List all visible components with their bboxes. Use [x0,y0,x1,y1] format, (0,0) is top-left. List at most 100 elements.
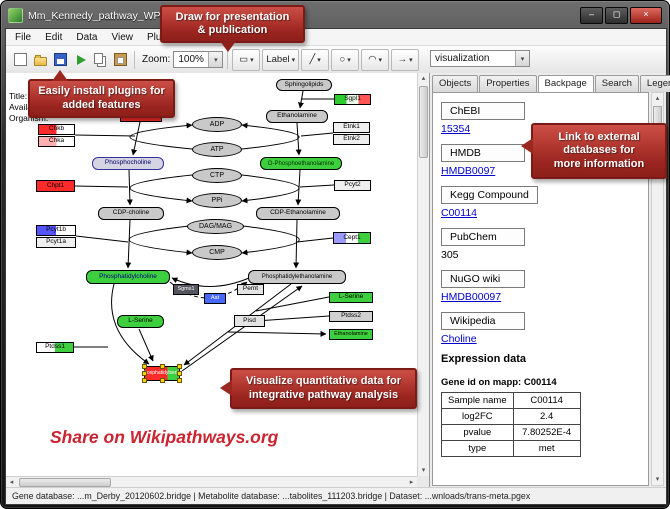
scrollbar-thumb[interactable] [19,478,111,487]
selection-handle[interactable] [177,364,182,369]
menu-view[interactable]: View [111,31,133,43]
import-icon [76,54,86,65]
pathway-node-chpt1[interactable]: Chpt1 [36,180,75,192]
import-button[interactable] [70,50,90,70]
open-button[interactable] [30,50,50,70]
pathway-node-cdp-ethanolamine[interactable]: CDP-Ethanolamine [256,207,340,220]
pathway-node-ptdss1[interactable]: Ptdss1 [36,342,74,353]
zoom-combobox[interactable]: 100% ▾ [173,51,224,68]
pathway-node-pcyt2[interactable]: Pcyt2 [334,180,371,191]
canvas-vertical-scrollbar[interactable]: ▴ ▾ [417,73,429,476]
tab-legend[interactable]: Legend [639,75,670,92]
datanode-tool[interactable]: ▭▾ [232,48,261,71]
selection-handle[interactable] [142,364,147,369]
paste-button[interactable] [110,50,130,70]
pathway-canvas[interactable]: Title: Availability: Organism: [6,73,430,488]
tab-properties[interactable]: Properties [479,75,537,92]
label-tool[interactable]: Label▾ [262,48,300,71]
pathway-node-label: CTP [210,172,224,179]
new-button[interactable] [10,50,30,70]
pathway-node-cmp[interactable]: CMP [192,245,242,260]
pathway-node-label: Cept1 [343,233,361,241]
pathway-node-ethanolamine-right[interactable]: Ethanolamine [329,329,373,340]
pathway-node-ctp[interactable]: CTP [192,168,242,183]
menu-edit[interactable]: Edit [45,31,63,43]
tab-backpage[interactable]: Backpage [537,75,594,92]
scroll-down-icon[interactable]: ▾ [655,476,660,483]
pathway-node-cept1[interactable]: Cept1 [333,232,371,244]
callout-arrow-icon [52,70,68,81]
scrollbar-thumb[interactable] [419,86,428,158]
pathway-node-sphingolipids[interactable]: Sphingolipids [276,79,332,91]
selection-handle[interactable] [159,378,165,383]
pathway-node-dag-mag[interactable]: DAG/MAG [187,219,244,234]
section-value-chebi[interactable]: 15354 [441,123,471,135]
pathway-node-pisd[interactable]: Pisd [234,315,265,327]
visualization-combobox[interactable]: visualization ▾ [430,50,530,67]
selection-handle[interactable] [177,371,182,376]
copy-icon [94,52,103,64]
pathway-node-cdp-choline[interactable]: CDP-choline [98,207,164,220]
pathway-node-pcyt1a[interactable]: Pcyt1a [36,237,76,248]
selection-handle[interactable] [159,364,165,369]
pathway-node-ptdss2[interactable]: Ptdss2 [329,311,373,322]
pathway-node-sgpl1[interactable]: Sgpl1 [334,94,371,105]
shape-tool-icon: ○ [339,54,346,65]
connector-tool[interactable]: →▾ [391,48,420,71]
pathway-node-aat[interactable]: Aat [204,293,226,304]
pathway-node-label: PPi [211,197,223,204]
pathway-node-phosphatidylserine[interactable]: Phosphatidylserine [141,364,183,383]
selection-handle[interactable] [142,378,147,383]
tab-search[interactable]: Search [594,75,639,92]
section-value-nugo-wiki[interactable]: HMDB00097 [441,291,502,303]
pathway-node-chka[interactable]: Chka [38,136,75,147]
maximize-button[interactable]: ◻ [605,7,628,24]
pathway-node-phosphatidylcholine[interactable]: Phosphatidylcholine [86,270,170,284]
selection-handle[interactable] [177,378,182,383]
arc-tool[interactable]: ◠▾ [361,48,390,71]
datanode-tool-icon: ▭ [239,54,249,65]
pathway-node-atp[interactable]: ATP [192,142,242,157]
section-value-hmdb[interactable]: HMDB0097 [441,165,496,177]
shape-tool[interactable]: ○▾ [331,48,360,71]
scroll-down-icon[interactable]: ▾ [421,467,426,474]
menu-file[interactable]: File [15,31,32,43]
scroll-up-icon[interactable]: ▴ [655,95,660,102]
section-value-kegg-compound[interactable]: C00114 [441,207,478,219]
scroll-right-icon[interactable]: ▸ [409,479,414,486]
pathway-node-l-serine-right[interactable]: L-Serine [329,292,373,303]
scroll-up-icon[interactable]: ▴ [421,75,426,82]
section-value-wikipedia[interactable]: Choline [441,333,477,345]
menu-data[interactable]: Data [76,31,98,43]
pathway-node-l-serine-left[interactable]: L-Serine [117,315,164,328]
tab-objects[interactable]: Objects [432,75,479,92]
expression-data-heading: Expression data [441,353,526,365]
pathway-node-phosphatidylethanolamine[interactable]: Phosphatidylethanolamine [248,270,346,284]
pathway-node-adp[interactable]: ADP [192,117,242,132]
selection-handle[interactable] [142,371,147,376]
pathway-node-ppi[interactable]: PPi [192,193,242,208]
pathway-node-pemt[interactable]: Pemt [237,284,264,295]
minimize-button[interactable]: – [580,7,603,24]
pathway-node-pcyt1b[interactable]: Pcyt1b [36,225,76,236]
chevron-down-icon: ▾ [250,56,254,64]
pathway-node-phosphocholine[interactable]: Phosphocholine [92,157,164,170]
pathway-node-ethanolamine-top[interactable]: Ethanolamine [266,110,328,123]
canvas-horizontal-scrollbar[interactable]: ◂ ▸ [6,476,417,488]
scroll-left-icon[interactable]: ◂ [9,479,14,486]
line-tool[interactable]: ╱▾ [301,48,330,71]
pathway-node-chkb[interactable]: Chkb [38,124,75,135]
copy-button[interactable] [90,50,110,70]
pathway-node-etnk2[interactable]: Etnk2 [333,134,370,145]
pathway-node-o-phosphoethanolamine[interactable]: O-Phosphoethanolamine [260,157,342,170]
pathway-drawing[interactable]: Title: Availability: Organism: [6,73,417,478]
pathway-node-sgms1[interactable]: Sgms1 [173,284,199,295]
close-button[interactable]: × [630,7,662,24]
app-icon [8,8,23,23]
save-button[interactable] [50,50,70,70]
pathway-node-etnk1[interactable]: Etnk1 [333,122,370,133]
chevron-down-icon: ▾ [317,56,321,64]
